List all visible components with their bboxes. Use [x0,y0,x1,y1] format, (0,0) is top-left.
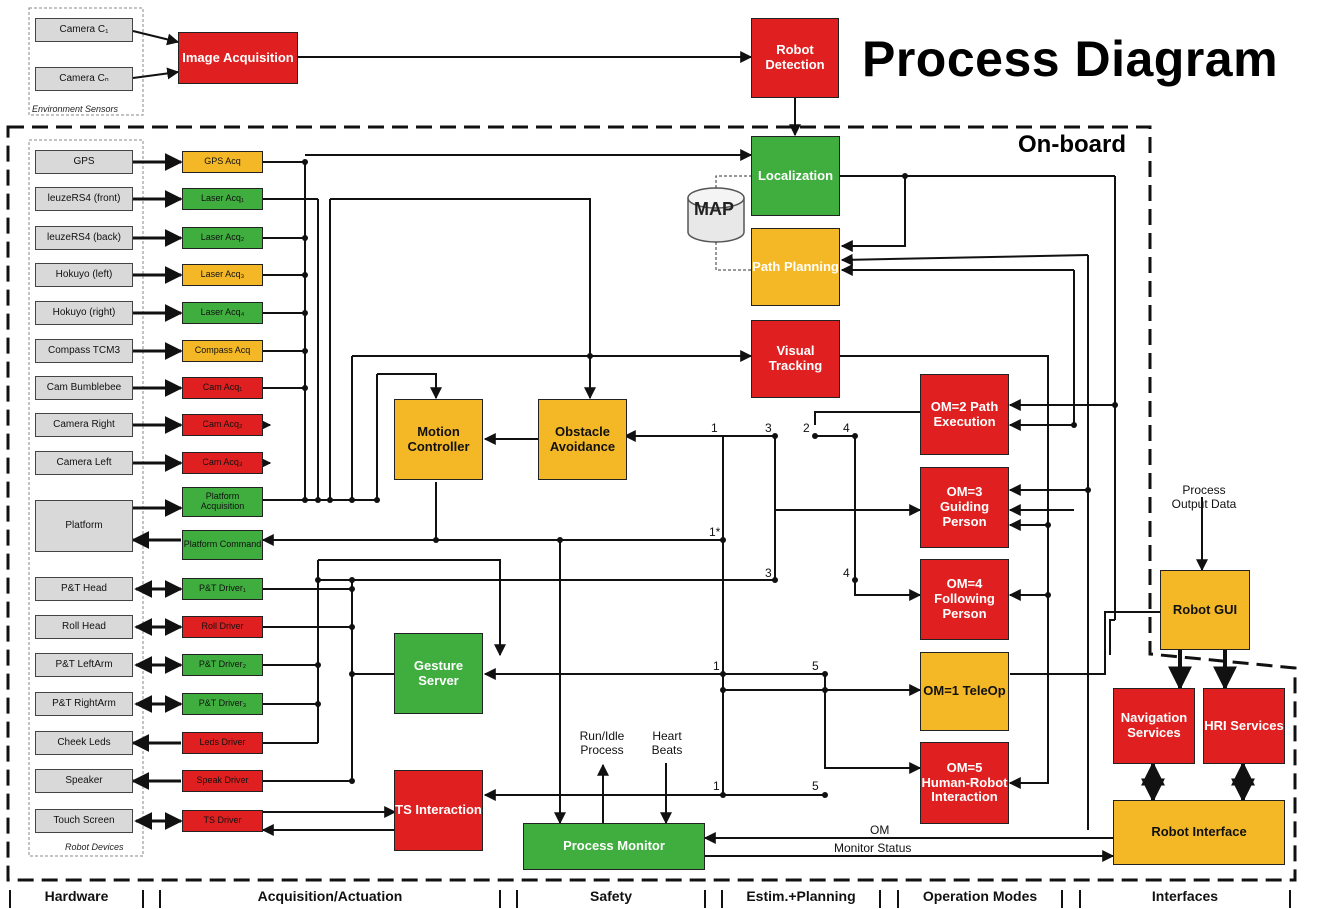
motion-controller-node: Motion Controller [394,399,483,480]
hw-cam-bumblebee: Cam Bumblebee [35,376,133,400]
om5-hri-node: OM=5 Human-Robot Interaction [920,742,1009,824]
acq-platform-command: Platform Command [182,530,263,560]
acq-laser4: Laser Acq₄ [182,302,263,324]
acq-cam3: Cam Acq₃ [182,452,263,474]
hw-speaker: Speaker [35,769,133,793]
map-database-icon [687,175,751,271]
acq-ts-driver: TS Driver [182,810,263,832]
footer-interfaces: Interfaces [1151,888,1219,904]
ts-interaction-node: TS Interaction [394,770,483,851]
visual-tracking-node: Visual Tracking [751,320,840,398]
edge-label-3b: 3 [765,566,772,580]
om4-following-person-node: OM=4 Following Person [920,559,1009,640]
acq-compass: Compass Acq [182,340,263,362]
hw-roll-head: Roll Head [35,615,133,639]
om1-teleop-node: OM=1 TeleOp [920,652,1009,731]
footer-estim-planning: Estim.+Planning [746,888,856,904]
edge-label-5a: 5 [812,659,819,673]
edge-label-4b: 4 [843,566,850,580]
acq-pt-driver2: P&T Driver₂ [182,654,263,676]
footer-safety: Safety [589,888,633,904]
hw-leuze-front: leuzeRS4 (front) [35,187,133,211]
robot-gui-node: Robot GUI [1160,570,1250,650]
edge-label-1star: 1* [709,525,721,539]
heart-beats-label: Heart Beats [651,729,683,757]
monitor-status-label: Monitor Status [834,841,912,855]
hw-cheek-leds: Cheek Leds [35,731,133,755]
edge-label-3a: 3 [765,421,772,435]
hri-services-node: HRI Services [1203,688,1285,764]
path-planning-node: Path Planning [751,228,840,306]
hw-compass: Compass TCM3 [35,339,133,363]
footer-acquisition: Acquisition/Actuation [257,888,403,904]
acq-laser2: Laser Acq₂ [182,227,263,249]
process-output-data-label: Process Output Data [1171,483,1237,511]
footer-operation-modes: Operation Modes [922,888,1038,904]
obstacle-avoidance-node: Obstacle Avoidance [538,399,627,480]
acq-cam2: Cam Acq₂ [182,414,263,436]
robot-detection-node: Robot Detection [751,18,839,98]
edge-label-5b: 5 [812,779,819,793]
process-monitor-node: Process Monitor [523,823,705,870]
run-idle-label: Run/Idle Process [579,729,625,757]
hw-pt-rightarm: P&T RightArm [35,692,133,716]
edge-label-1b: 1 [713,659,720,673]
diagram-title: Process Diagram [862,31,1279,87]
hw-platform: Platform [35,500,133,552]
hw-camera-left: Camera Left [35,451,133,475]
hw-gps: GPS [35,150,133,174]
acq-cam1: Cam Acq₁ [182,377,263,399]
hw-pt-leftarm: P&T LeftArm [35,653,133,677]
navigation-services-node: Navigation Services [1113,688,1195,764]
acq-pt-driver3: P&T Driver₃ [182,693,263,715]
acq-roll-driver: Roll Driver [182,616,263,638]
robot-devices-label: Robot Devices [65,842,124,852]
edge-label-1c: 1 [713,779,720,793]
acq-leds-driver: Leds Driver [182,732,263,754]
acq-laser3: Laser Acq₃ [182,264,263,286]
hw-touch-screen: Touch Screen [35,809,133,833]
camera-c1-node: Camera C₁ [35,18,133,42]
om3-guiding-person-node: OM=3 Guiding Person [920,467,1009,548]
robot-interface-node: Robot Interface [1113,800,1285,865]
acq-laser1: Laser Acq₁ [182,188,263,210]
acq-speak-driver: Speak Driver [182,770,263,792]
hw-camera-right: Camera Right [35,413,133,437]
acq-gps: GPS Acq [182,151,263,173]
camera-cn-node: Camera Cₙ [35,67,133,91]
edge-label-1a: 1 [711,421,718,435]
edge-label-4a: 4 [843,421,850,435]
acq-platform-acquisition: Platform Acquisition [182,487,263,517]
hw-leuze-back: leuzeRS4 (back) [35,226,133,250]
onboard-label: On-board [1018,131,1126,158]
footer-hardware: Hardware [44,888,109,904]
edge-label-2: 2 [803,421,810,435]
hw-hokuyo-right: Hokuyo (right) [35,301,133,325]
om2-path-execution-node: OM=2 Path Execution [920,374,1009,455]
om-label: OM [870,823,890,837]
map-label: MAP [694,199,734,219]
localization-node: Localization [751,136,840,216]
hw-hokuyo-left: Hokuyo (left) [35,263,133,287]
acq-pt-driver1: P&T Driver₁ [182,578,263,600]
image-acquisition-node: Image Acquisition [178,32,298,84]
hw-pt-head: P&T Head [35,577,133,601]
gesture-server-node: Gesture Server [394,633,483,714]
environment-sensors-label: Environment Sensors [32,104,119,114]
